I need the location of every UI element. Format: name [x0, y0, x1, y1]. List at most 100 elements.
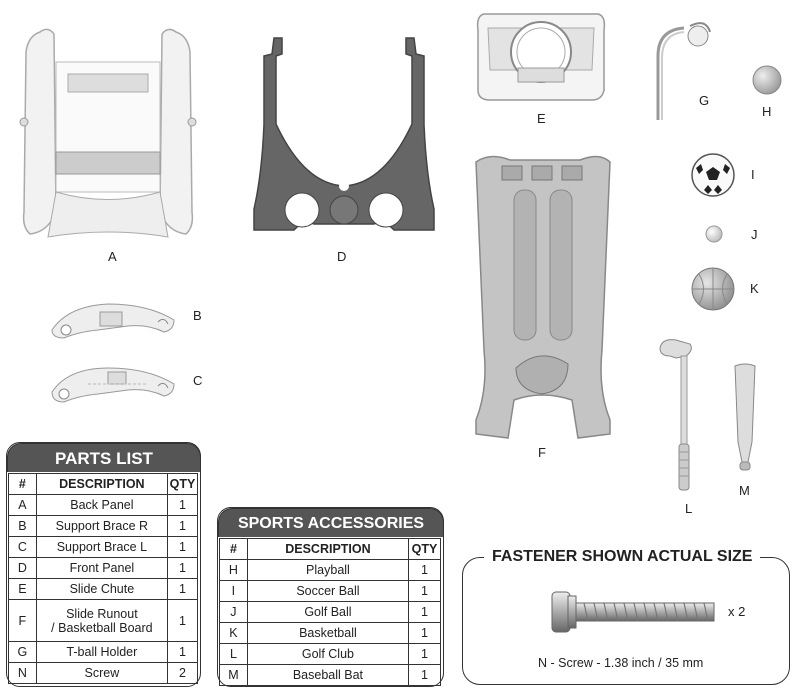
- part-qty: 1: [408, 601, 441, 623]
- part-id: I: [219, 580, 248, 602]
- part-k-label: K: [750, 281, 759, 296]
- part-a-back-panel-illustration: [19, 28, 197, 238]
- fastener-quantity: x 2: [728, 604, 746, 619]
- screw-illustration: [551, 591, 715, 633]
- part-qty: 1: [408, 580, 441, 602]
- part-b-support-brace-r-illustration: [51, 303, 175, 339]
- part-e-slide-chute-illustration: [476, 13, 606, 101]
- part-description: Screw: [35, 662, 169, 684]
- part-description: Golf Club: [246, 643, 410, 665]
- part-a-label: A: [108, 249, 117, 264]
- part-qty: 1: [408, 643, 441, 665]
- part-id: J: [219, 601, 248, 623]
- fastener-caption: N - Screw - 1.38 inch / 35 mm: [538, 656, 704, 670]
- fastener-title: FASTENER SHOWN ACTUAL SIZE: [484, 548, 761, 566]
- part-f-label: F: [538, 445, 546, 460]
- col-header-number: #: [219, 538, 248, 560]
- part-description: Back Panel: [35, 494, 169, 516]
- part-qty: 1: [167, 599, 198, 642]
- part-id: B: [8, 515, 37, 537]
- col-header-description: DESCRIPTION: [246, 538, 410, 560]
- part-i-soccer-ball-illustration: [691, 153, 735, 197]
- part-m-label: M: [739, 483, 750, 498]
- part-description: Front Panel: [35, 557, 169, 579]
- col-header-qty: QTY: [167, 473, 198, 495]
- part-b-label: B: [193, 308, 202, 323]
- part-id: D: [8, 557, 37, 579]
- parts-list-title: PARTS LIST: [7, 443, 201, 472]
- part-id: H: [219, 559, 248, 581]
- part-id: M: [219, 664, 248, 686]
- part-qty: 1: [408, 664, 441, 686]
- col-header-description: DESCRIPTION: [35, 473, 169, 495]
- part-d-front-panel-illustration: [253, 37, 435, 231]
- col-header-number: #: [8, 473, 37, 495]
- part-qty: 1: [408, 559, 441, 581]
- col-header-qty: QTY: [408, 538, 441, 560]
- part-d-label: D: [337, 249, 347, 264]
- part-description: Support Brace R: [35, 515, 169, 537]
- part-h-label: H: [762, 104, 772, 119]
- part-description: Baseball Bat: [246, 664, 410, 686]
- part-description: Basketball: [246, 622, 410, 644]
- part-qty: 1: [167, 557, 198, 579]
- part-description-line-1: Slide Runout: [66, 606, 138, 621]
- part-description-line-2: / Basketball Board: [51, 620, 153, 635]
- part-id: E: [8, 578, 37, 600]
- part-h-playball-illustration: [752, 65, 782, 95]
- part-qty: 1: [167, 536, 198, 558]
- part-e-label: E: [537, 111, 546, 126]
- part-k-basketball-illustration: [691, 267, 735, 311]
- part-id: N: [8, 662, 37, 684]
- part-description: Slide Runout/ Basketball Board: [35, 599, 169, 642]
- part-description: Playball: [246, 559, 410, 581]
- part-description: Slide Chute: [35, 578, 169, 600]
- part-g-label: G: [699, 93, 710, 108]
- part-description: T-ball Holder: [35, 641, 169, 663]
- part-l-label: L: [685, 501, 693, 516]
- part-f-slide-runout-illustration: [475, 155, 611, 439]
- part-id: K: [219, 622, 248, 644]
- table-header-row: # DESCRIPTION QTY: [8, 473, 198, 495]
- part-qty: 1: [167, 494, 198, 516]
- part-l-golf-club-illustration: [659, 339, 692, 491]
- part-g-tball-holder-illustration: [656, 22, 711, 120]
- part-id: L: [219, 643, 248, 665]
- part-id: A: [8, 494, 37, 516]
- parts-list-frame: [6, 442, 201, 687]
- part-description: Golf Ball: [246, 601, 410, 623]
- part-id: F: [8, 599, 37, 642]
- sports-accessories-frame: [217, 507, 444, 687]
- part-qty: 1: [167, 578, 198, 600]
- part-c-support-brace-l-illustration: [51, 367, 175, 403]
- part-description: Soccer Ball: [246, 580, 410, 602]
- part-id: C: [8, 536, 37, 558]
- sports-accessories-title: SPORTS ACCESSORIES: [218, 508, 444, 537]
- part-description: Support Brace L: [35, 536, 169, 558]
- part-id: G: [8, 641, 37, 663]
- part-m-baseball-bat-illustration: [734, 363, 756, 471]
- part-qty: 1: [167, 515, 198, 537]
- part-i-label: I: [751, 167, 755, 182]
- table-header-row: # DESCRIPTION QTY: [219, 538, 441, 560]
- part-qty: 2: [167, 662, 198, 684]
- part-qty: 1: [167, 641, 198, 663]
- part-c-label: C: [193, 373, 203, 388]
- part-qty: 1: [408, 622, 441, 644]
